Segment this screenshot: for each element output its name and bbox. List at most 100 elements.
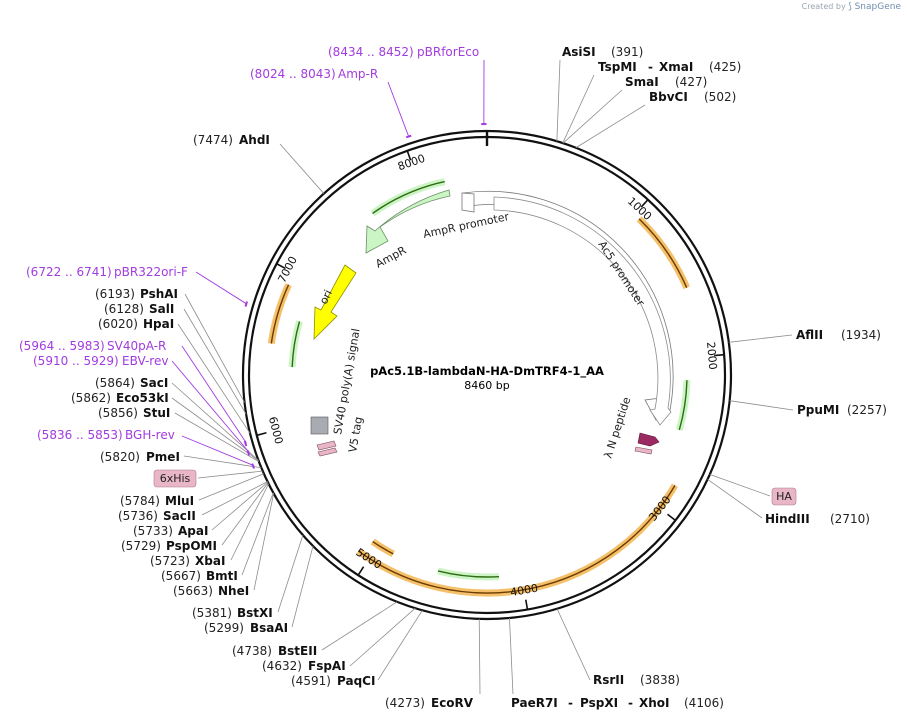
leader-bsteii (321, 601, 398, 651)
tick-4000 (524, 599, 529, 610)
feature-arcs (267, 178, 691, 597)
feature-label-ori: ori (317, 288, 335, 307)
orf-arc-inner-bottom (372, 540, 394, 555)
tick-5000 (357, 566, 365, 576)
enzyme-xmai-pos: (425) (709, 60, 741, 74)
enzyme-bsaai: BsaAI (250, 621, 288, 635)
tick-label-4000: 4000 (509, 582, 539, 600)
his-badge (153, 469, 197, 488)
enzyme-sacii: SacII (163, 509, 196, 523)
feature-label-v5: V5 tag (346, 416, 365, 454)
ac5-promoter-arrow (493, 196, 672, 426)
enzyme-sali-pos: (6128) (104, 302, 144, 316)
leader-stui (174, 412, 260, 463)
leader-mlui (198, 473, 265, 501)
enzyme-ppumi: PpuMI (797, 403, 839, 417)
leader-bmti (241, 492, 274, 576)
ampr-arc-left (291, 321, 301, 368)
primer-site-sv40pa (243, 440, 248, 447)
leader-asisi (556, 59, 561, 142)
primer-ampr-range: (8024 .. 8043) (250, 67, 336, 81)
snapgene-logo: ⟆ SnapGene (848, 2, 901, 12)
primer-ebv: EBV-rev (122, 354, 168, 368)
plasmid-name: pAc5.1B-lambdaN-HA-DmTRF4-1_AA (370, 364, 604, 379)
ha-badge (771, 487, 797, 506)
enzyme-sali: SalI (149, 302, 174, 316)
orf-arc-top-right-glow (636, 216, 690, 290)
plasmid-size: 8460 bp (464, 379, 509, 392)
enzyme-xhoi: XhoI (639, 696, 670, 710)
orf-arc-left-glow (267, 283, 292, 345)
enzyme-eco53ki-pos: (5862) (71, 391, 111, 405)
feature-label-lambdan: λ N peptide (601, 395, 633, 460)
primer-leader-ampr (387, 81, 410, 138)
primer-leader-sv40pa (181, 345, 247, 444)
primer-leader-bgh (181, 435, 255, 467)
tick-label-6000: 6000 (266, 415, 286, 445)
ampr-promoter-head (461, 192, 475, 213)
enzyme-bmti: BmtI (206, 569, 238, 583)
primer-leader-pbr322ori (195, 271, 248, 305)
watermark: Created by ⟆ SnapGene (802, 2, 901, 12)
enzyme-mlui-pos: (5784) (120, 494, 160, 508)
orf-arc-top-right (638, 218, 688, 288)
enzyme-ahdi: AhdI (239, 133, 270, 147)
primer-site-ampr (405, 134, 412, 139)
enzyme-hpai: HpaI (143, 317, 174, 331)
enzyme-pmei-pos: (5820) (100, 450, 140, 464)
leader-ha (709, 474, 771, 497)
enzyme-nhei-pos: (5663) (173, 584, 213, 598)
leader-pspomi (221, 482, 269, 546)
v5-tag-block (316, 440, 337, 451)
enzyme-bstxi-pos: (5381) (192, 606, 232, 620)
enzyme-stui-pos: (5856) (98, 406, 138, 420)
his-tag-block (317, 447, 338, 457)
leader-his (197, 470, 263, 479)
enzyme-pspxi: PspXI (580, 696, 618, 710)
ampr-arc-left-glow (288, 320, 303, 368)
tick-1000 (640, 199, 649, 208)
enzyme-apai-pos: (5733) (133, 524, 173, 538)
leader-nhei (253, 493, 275, 591)
tick-3000 (667, 513, 676, 522)
primer-site-ebv (246, 450, 251, 456)
primer-leader-ebv (171, 360, 250, 453)
enzyme-pspomi: PspOMI (166, 539, 217, 553)
enzyme-xbai: XbaI (195, 554, 225, 568)
enzyme-eco53ki: Eco53kI (116, 391, 169, 405)
tick-7000 (276, 263, 286, 270)
leader-ecorv (478, 618, 481, 695)
leader-sali (183, 308, 247, 415)
enzyme-nhei: NheI (218, 584, 249, 598)
enzyme-paqci: PaqCI (337, 674, 375, 688)
enzyme-fspai-pos: (4632) (262, 659, 302, 673)
sv40-polya-box (310, 416, 329, 435)
enzyme-asisi-pos: (391) (611, 45, 643, 59)
leader-paqci (377, 610, 423, 681)
primer-site-bgh (251, 463, 255, 469)
leader-eco53ki (171, 397, 259, 461)
orf-arc-left (270, 284, 290, 344)
enzyme-xmai: XmaI (659, 60, 693, 74)
primer-site-pbr322ori (244, 301, 248, 307)
enzyme-afliii: AflII (796, 328, 823, 342)
tick-2000 (714, 353, 725, 357)
enzyme-saci-pos: (5864) (95, 376, 135, 390)
enzyme-pshai-pos: (6193) (95, 287, 135, 301)
primer-bgh: BGH-rev (125, 428, 175, 442)
enzyme-xhoi-pos: (4106) (684, 696, 724, 710)
lambdan-arrow (637, 432, 660, 447)
enzyme-hpai-pos: (6020) (98, 317, 138, 331)
ori-arrow (313, 264, 357, 340)
leader-saci (171, 382, 259, 461)
feature-label-ampr: AmpR (373, 244, 408, 271)
enzyme-bsteii-pos: (4738) (232, 644, 272, 658)
leader-smai (562, 89, 623, 144)
enzyme-bsteii: BstEII (278, 644, 317, 658)
enzyme-hindiii: HindIII (765, 512, 810, 526)
enzyme-bbvci-pos: (502) (704, 90, 736, 104)
primer-ampr: Amp-R (338, 67, 378, 81)
orf-arc-bottom-inner (437, 570, 500, 578)
tick-6000 (256, 432, 267, 437)
enzyme-rsrii: RsrII (593, 673, 624, 687)
